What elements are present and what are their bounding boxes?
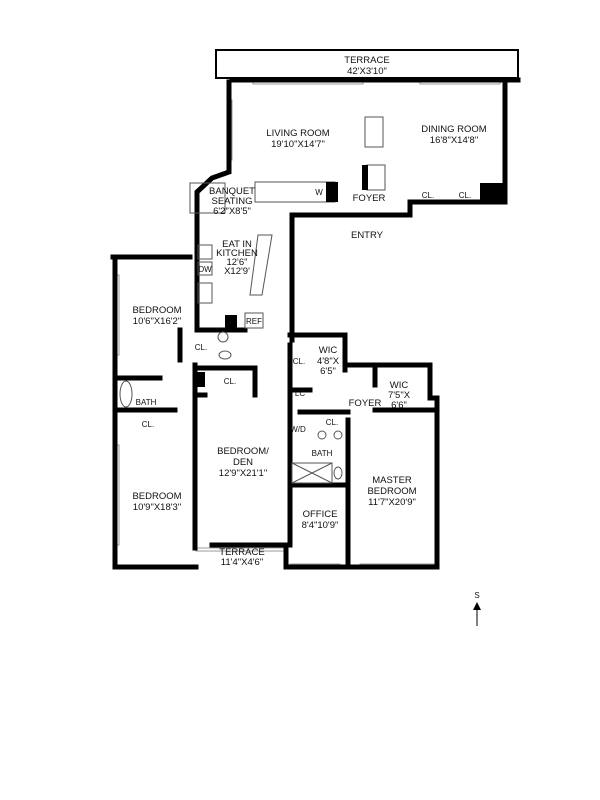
foyer-name: FOYER	[353, 193, 386, 204]
den-name-2: DEN	[233, 457, 253, 468]
closet-label: CL.	[459, 191, 471, 200]
banquet-name-2: SEATING	[212, 196, 253, 207]
living-room-size: 19'10"X14'7"	[271, 139, 325, 150]
bedroom2-size: 10'9"X18'3"	[133, 502, 181, 513]
walls	[110, 77, 521, 570]
compass: S	[473, 591, 481, 626]
office-size: 8'4"10'9"	[302, 520, 339, 531]
terrace-bottom-size: 11'4"X4'6"	[221, 557, 263, 568]
refrigerator-label: REF	[246, 317, 262, 326]
closet-label: CL.	[293, 357, 305, 366]
entry-name: ENTRY	[351, 230, 384, 241]
closet-label: CL.	[422, 191, 434, 200]
washer-dryer-label: W/D	[290, 425, 306, 434]
master-size: 11'7"X20'9"	[368, 497, 416, 508]
closet-label: CL.	[195, 343, 207, 352]
foyer2-name: FOYER	[349, 398, 382, 409]
kitchen-name-2: KITCHEN	[216, 248, 258, 259]
bedroom1-size: 10'6"X16'2"	[133, 316, 181, 327]
kitchen-name-1: EAT IN	[222, 239, 252, 250]
wic1-name: WIC	[319, 345, 338, 356]
wic2-size-1: 7'5"X	[388, 390, 411, 401]
bath1-name: BATH	[136, 398, 157, 407]
wic1-size-2: 6'5"	[320, 366, 336, 377]
dishwasher-label: DW	[198, 265, 212, 274]
terrace-top-name: TERRACE	[344, 55, 389, 66]
kitchen-size-1: 12'6"	[226, 257, 247, 268]
terrace-top-size: 42'X3'10"	[347, 66, 387, 77]
bedroom2-name: BEDROOM	[132, 491, 181, 502]
dining-room-name: DINING ROOM	[421, 124, 487, 135]
fixtures: W DW REF	[119, 116, 386, 484]
banquet-size: 6'2"X8'5"	[213, 206, 251, 217]
den-name-1: BEDROOM/	[217, 446, 269, 457]
washer-label: W	[315, 188, 323, 197]
bedroom1-name: BEDROOM	[132, 305, 181, 316]
wic2-size-2: 6'6"	[391, 400, 407, 411]
terrace-bottom-name: TERRACE	[219, 547, 264, 558]
banquet-name-1: BANQUET	[209, 186, 255, 197]
closet-label: CL.	[326, 418, 338, 427]
den-size: 12'9"X21'1"	[219, 468, 267, 479]
closet-label: CL.	[142, 420, 154, 429]
living-room-name: LIVING ROOM	[266, 128, 329, 139]
linen-closet-label: LC	[295, 389, 305, 398]
wic2-name: WIC	[390, 380, 409, 391]
compass-label: S	[474, 591, 479, 600]
closet-label: CL.	[224, 377, 236, 386]
office-name: OFFICE	[303, 509, 338, 520]
dining-room-size: 16'8"X14'8"	[430, 135, 478, 146]
wic1-size-1: 4'8"X	[317, 356, 340, 367]
master-name-2: BEDROOM	[367, 486, 416, 497]
master-name-1: MASTER	[372, 475, 412, 486]
bath2-name: BATH	[312, 449, 333, 458]
kitchen-size-2: X12'9'	[224, 266, 250, 277]
